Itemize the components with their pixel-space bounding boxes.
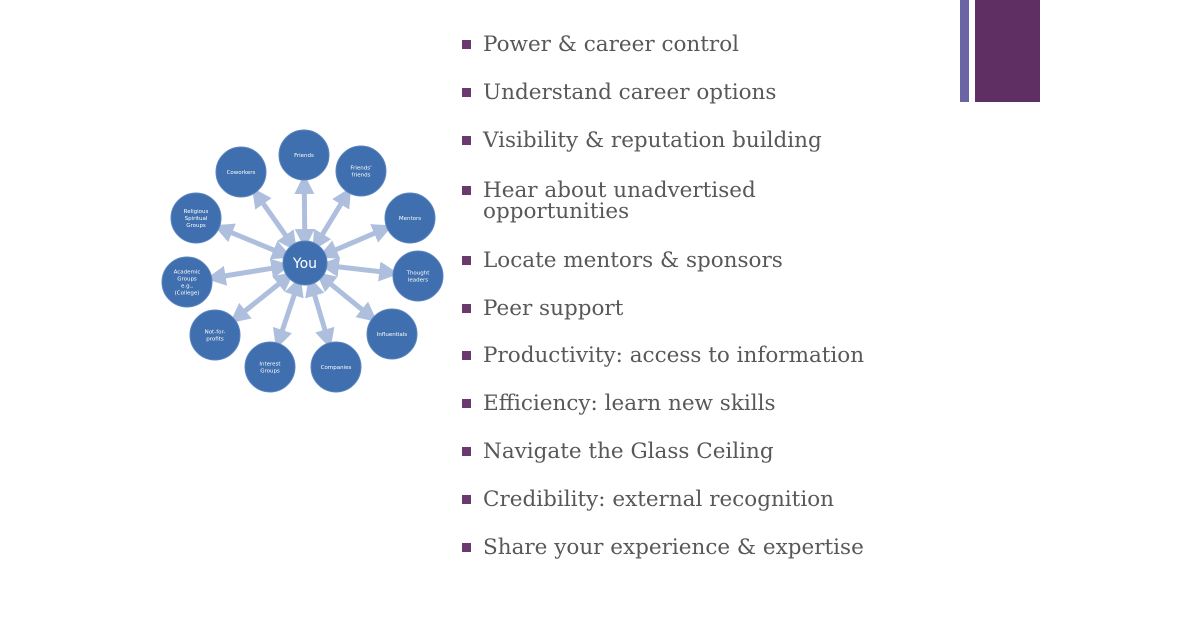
node-label: Groups [260,369,280,375]
node-label: Mentors [399,216,421,222]
bullet-square-icon [462,447,471,456]
bullet-text: Navigate the Glass Ceiling [483,439,774,464]
bullet-square-icon [462,351,471,360]
connection-arrow [213,223,293,260]
network-diagram: FriendsFriends'friendsMentorsThoughtlead… [161,129,444,393]
node-label: Interest [259,362,281,368]
bullet-text: Efficiency: learn new skills [483,391,776,416]
node-label: Academic [174,270,201,276]
node-circle [310,341,362,393]
bullet-square-icon [462,495,471,504]
node-label: Groups [186,223,206,229]
bullet-square-icon [462,136,471,145]
bullet-item: Peer support [460,298,623,319]
node-label: e.g., [181,284,193,290]
bullet-text: Credibility: external recognition [483,487,834,512]
bullet-square-icon [462,88,471,97]
node-label: (College) [175,291,200,297]
bullet-text: Visibility & reputation building [483,128,822,153]
connection-arrow [251,187,297,252]
accent-bar-thin [960,0,969,102]
node-label: Thought [406,271,431,277]
connection-arrow [312,187,352,252]
node-label: Friends [294,153,314,159]
node-label: Influentials [377,332,408,338]
bullet-item: Efficiency: learn new skills [460,393,776,414]
bullet-square-icon [462,543,471,552]
bullet-item: Understand career options [460,82,776,103]
node-label: Not-for- [205,330,226,336]
connection-arrow [272,276,304,349]
node-circle [170,192,222,244]
bullet-square-icon [462,40,471,49]
node-circle [278,129,330,181]
connection-arrow [318,256,400,282]
connection-arrow [317,224,393,259]
node-label: Spiritual [185,216,208,222]
node-circle [335,145,387,197]
bullet-text: Hear about unadvertised [483,178,756,203]
node-circle [161,256,213,308]
node-label: friends [352,173,371,179]
node-circle [244,341,296,393]
node-circle [392,250,444,302]
bullet-item: Credibility: external recognition [460,489,834,510]
connection-arrow [315,271,378,322]
bullet-text: Power & career control [483,32,740,57]
bullet-square-icon [462,256,471,265]
center-node-circle [282,240,328,286]
bullet-square-icon [462,399,471,408]
bullet-item: Productivity: access to information [460,345,864,366]
bullet-text: Productivity: access to information [483,343,865,368]
connection-arrow [305,276,335,349]
connection-arrow [229,271,295,324]
bullet-item: Power & career control [460,34,739,55]
bullet-item: Locate mentors & sponsors [460,250,783,271]
connection-arrow [205,258,292,286]
node-circle [366,308,418,360]
node-label: Religious [184,209,209,215]
bullet-item: Visibility & reputation building [460,130,822,151]
accent-bar-wide [975,0,1040,102]
bullet-text: Locate mentors & sponsors [483,248,783,273]
node-label: leaders [408,278,428,284]
node-circle [384,192,436,244]
node-label: Coworkers [227,170,256,176]
bullet-square-icon [462,186,471,195]
bullet-square-icon [462,304,471,313]
node-label: Groups [177,277,197,283]
bullet-item: Navigate the Glass Ceiling [460,441,774,462]
node-label: Companies [321,365,352,371]
node-label: profits [206,337,224,343]
bullet-item: Share your experience & expertise [460,537,864,558]
node-label: Friends' [350,166,371,172]
bullet-text: Peer support [483,296,624,321]
bullet-text: Understand career options [483,80,777,105]
bullet-text: Share your experience & expertise [483,535,864,560]
node-circle [189,309,241,361]
connection-arrow [294,173,315,250]
node-circle [215,146,267,198]
bullet-text: opportunities [483,199,630,224]
center-node-label: You [292,256,317,272]
